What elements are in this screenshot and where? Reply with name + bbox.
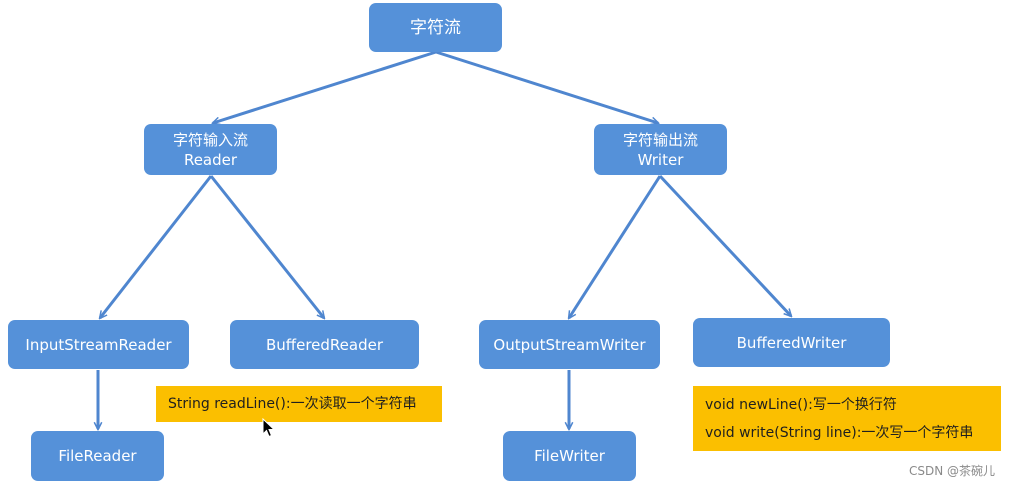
node-buffered-writer: BufferedWriter — [693, 318, 890, 367]
node-output-stream-writer: OutputStreamWriter — [479, 320, 660, 369]
mouse-cursor-icon — [262, 418, 276, 438]
arrow-root-to-reader — [213, 50, 437, 123]
arrow-root-to-writer — [435, 50, 658, 123]
node-file-reader-label: FileReader — [58, 447, 137, 465]
node-reader-title: 字符输入流 — [172, 130, 248, 149]
node-input-stream-reader: InputStreamReader — [8, 320, 189, 369]
arrow-writer-to-buffered-writer — [658, 174, 791, 316]
arrow-reader-to-buffered-reader — [209, 175, 324, 318]
node-writer-class: Writer — [637, 150, 684, 169]
node-input-stream-reader-label: InputStreamReader — [25, 335, 172, 354]
node-buffered-writer-label: BufferedWriter — [736, 333, 847, 352]
node-buffered-reader: BufferedReader — [230, 320, 419, 369]
note-read-line: String readLine():一次读取一个字符串 — [168, 396, 417, 412]
note-write-line: void write(String line):一次写一个字符串 — [705, 424, 974, 441]
node-reader-class: Reader — [183, 150, 238, 169]
node-character-stream-label: 字符流 — [410, 17, 461, 38]
node-file-reader: FileReader — [31, 431, 164, 481]
arrow-reader-to-input-stream-reader — [100, 175, 213, 318]
node-reader: 字符输入流 Reader — [144, 124, 277, 175]
note-buffered-writer-methods: void newLine():写一个换行符 void write(String … — [693, 386, 1001, 451]
watermark: CSDN @茶碗儿 — [908, 464, 995, 478]
node-character-stream: 字符流 — [369, 3, 502, 52]
node-buffered-reader-label: BufferedReader — [265, 335, 384, 354]
node-writer: 字符输出流 Writer — [594, 124, 727, 175]
node-file-writer: FileWriter — [503, 431, 636, 481]
node-output-stream-writer-label: OutputStreamWriter — [493, 335, 646, 354]
node-writer-title: 字符输出流 — [622, 130, 698, 149]
note-new-line: void newLine():写一个换行符 — [705, 396, 897, 413]
node-file-writer-label: FileWriter — [534, 447, 605, 465]
note-buffered-reader-method: String readLine():一次读取一个字符串 — [156, 386, 442, 422]
arrow-writer-to-output-stream-writer — [569, 175, 662, 318]
